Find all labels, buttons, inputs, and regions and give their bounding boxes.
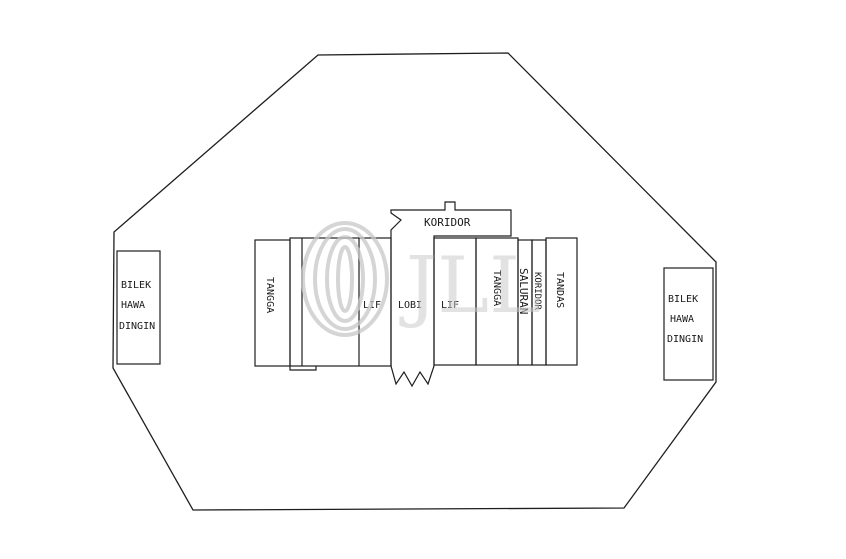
ac-room-right-label-3: DINGIN — [667, 334, 703, 345]
ac-room-left-label-1: BILEK — [121, 280, 151, 291]
duct-label: SALURAN — [517, 268, 530, 314]
lift-left-bottom-step — [289, 366, 317, 371]
building-outline — [112, 52, 717, 511]
toilet-label: TANDAS — [554, 272, 565, 308]
lobby-outline — [390, 201, 512, 388]
jll-watermark-text: JLL — [399, 241, 541, 331]
koridor-side-label: KORIDOR — [532, 272, 542, 311]
stair-left-label: TANGGA — [264, 277, 275, 313]
toilet-room — [545, 237, 578, 366]
ac-room-right-label-2: HAWA — [670, 314, 694, 325]
lift-right-label: LIF — [441, 300, 459, 311]
stair-right-label: TANGGA — [491, 270, 502, 306]
ac-room-right-label-1: BILEK — [668, 294, 698, 305]
ac-room-right — [663, 267, 714, 381]
ac-room-left-label-3: DINGIN — [119, 321, 155, 332]
ac-room-left — [116, 250, 161, 365]
koridor-top-label: KORIDOR — [424, 216, 471, 229]
ac-room-left-label-2: HAWA — [121, 300, 145, 311]
jll-watermark-logo: JLL — [301, 221, 541, 337]
lobby-label: LOBI — [398, 300, 422, 311]
